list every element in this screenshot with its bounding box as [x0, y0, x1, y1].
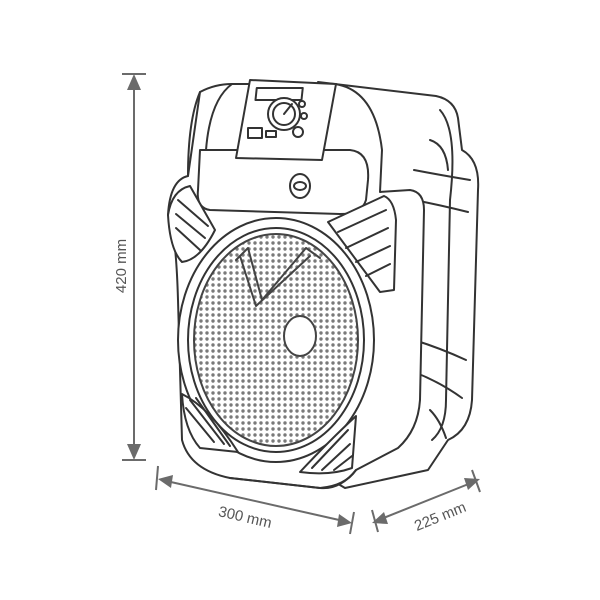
aux-jack	[292, 126, 304, 138]
arrow-down-icon	[127, 444, 141, 460]
depth-dimension-line	[375, 480, 477, 522]
vent-left-upper	[167, 185, 216, 263]
dimension-lines	[122, 73, 481, 535]
usb-port-icon	[247, 127, 263, 139]
arrow-right-icon	[464, 478, 480, 490]
arrow-right-icon	[337, 514, 352, 527]
vent-right-upper	[327, 195, 397, 293]
width-label: 300 mm	[217, 503, 274, 532]
speaker-icon	[167, 79, 480, 490]
width-dimension-line	[161, 479, 349, 523]
woofer-grille-icon	[193, 233, 359, 447]
speaker-rear-handle	[431, 109, 454, 441]
arrow-up-icon	[127, 74, 141, 90]
height-label: 420 mm	[113, 239, 130, 293]
tweeter-icon	[289, 173, 311, 199]
arrow-left-icon	[158, 475, 173, 488]
vent-right-lower	[299, 415, 357, 475]
arrow-left-icon	[372, 512, 388, 524]
